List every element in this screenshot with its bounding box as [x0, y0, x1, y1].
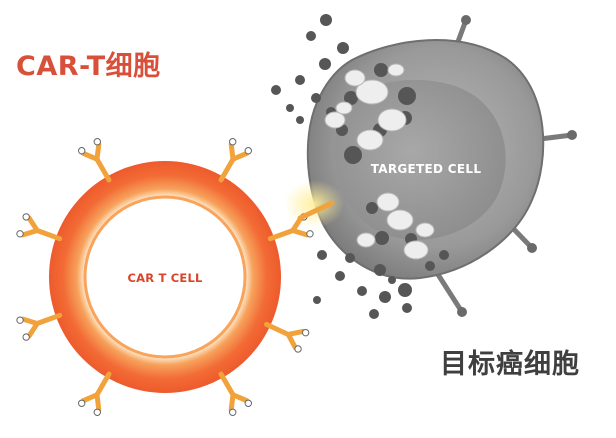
debris-pellet — [357, 286, 367, 296]
debris-pellet — [335, 271, 345, 281]
debris-pellet — [306, 31, 316, 41]
car-receptor — [264, 321, 310, 353]
debris-pellet — [366, 202, 378, 214]
debris-fragment — [344, 69, 366, 87]
debris-pellet — [286, 104, 294, 112]
debris-pellet — [320, 14, 332, 26]
debris-fragment — [356, 232, 376, 248]
car-t-title: CAR-T细胞 — [16, 51, 161, 82]
debris-pellet — [296, 116, 304, 124]
car-receptor — [16, 312, 63, 341]
debris-pellet — [402, 303, 412, 313]
debris-fragment — [386, 209, 414, 231]
debris-fragment — [377, 108, 407, 132]
debris-pellet — [398, 283, 412, 297]
debris-fragment — [376, 192, 400, 212]
debris-pellet — [271, 85, 281, 95]
debris-pellet — [337, 42, 349, 54]
car-receptor — [78, 138, 112, 183]
car-t-cell-core — [85, 197, 245, 357]
debris-fragment — [415, 222, 435, 238]
car-receptor — [16, 213, 63, 242]
debris-pellet — [425, 261, 435, 271]
debris-pellet — [345, 253, 355, 263]
debris-pellet — [317, 250, 327, 260]
debris-pellet — [319, 58, 331, 70]
debris-pellet — [388, 276, 396, 284]
debris-pellet — [398, 87, 416, 105]
target-cell-title: 目标癌细胞 — [440, 349, 580, 380]
debris-fragment — [387, 63, 405, 77]
debris-pellet — [439, 250, 449, 260]
debris-pellet — [369, 309, 379, 319]
target-spike-tips — [457, 15, 577, 317]
contact-glow — [284, 180, 344, 228]
car-receptor — [218, 371, 252, 416]
debris-pellet — [374, 63, 388, 77]
debris-fragment — [335, 101, 353, 115]
car-t-cell-inner-rim — [83, 195, 247, 359]
debris-pellet — [379, 291, 391, 303]
debris-pellet — [344, 91, 358, 105]
debris-pellet — [295, 75, 305, 85]
debris-fragment — [356, 129, 384, 151]
targeted-cell-label: TARGETED CELL — [371, 162, 482, 176]
car-receptor — [218, 138, 252, 183]
cell-debris — [271, 14, 449, 319]
debris-pellet — [313, 296, 321, 304]
car-receptor — [78, 371, 112, 416]
debris-pellet — [375, 231, 389, 245]
car-receptors — [16, 138, 314, 416]
debris-pellet — [344, 146, 362, 164]
debris-fragment — [403, 240, 429, 260]
debris-pellet — [311, 93, 321, 103]
debris-fragment — [324, 111, 346, 129]
binding-receptor — [297, 200, 335, 221]
car-t-cell-label: CAR T CELL — [128, 271, 203, 285]
debris-fragment — [355, 79, 389, 105]
debris-pellet — [374, 264, 386, 276]
